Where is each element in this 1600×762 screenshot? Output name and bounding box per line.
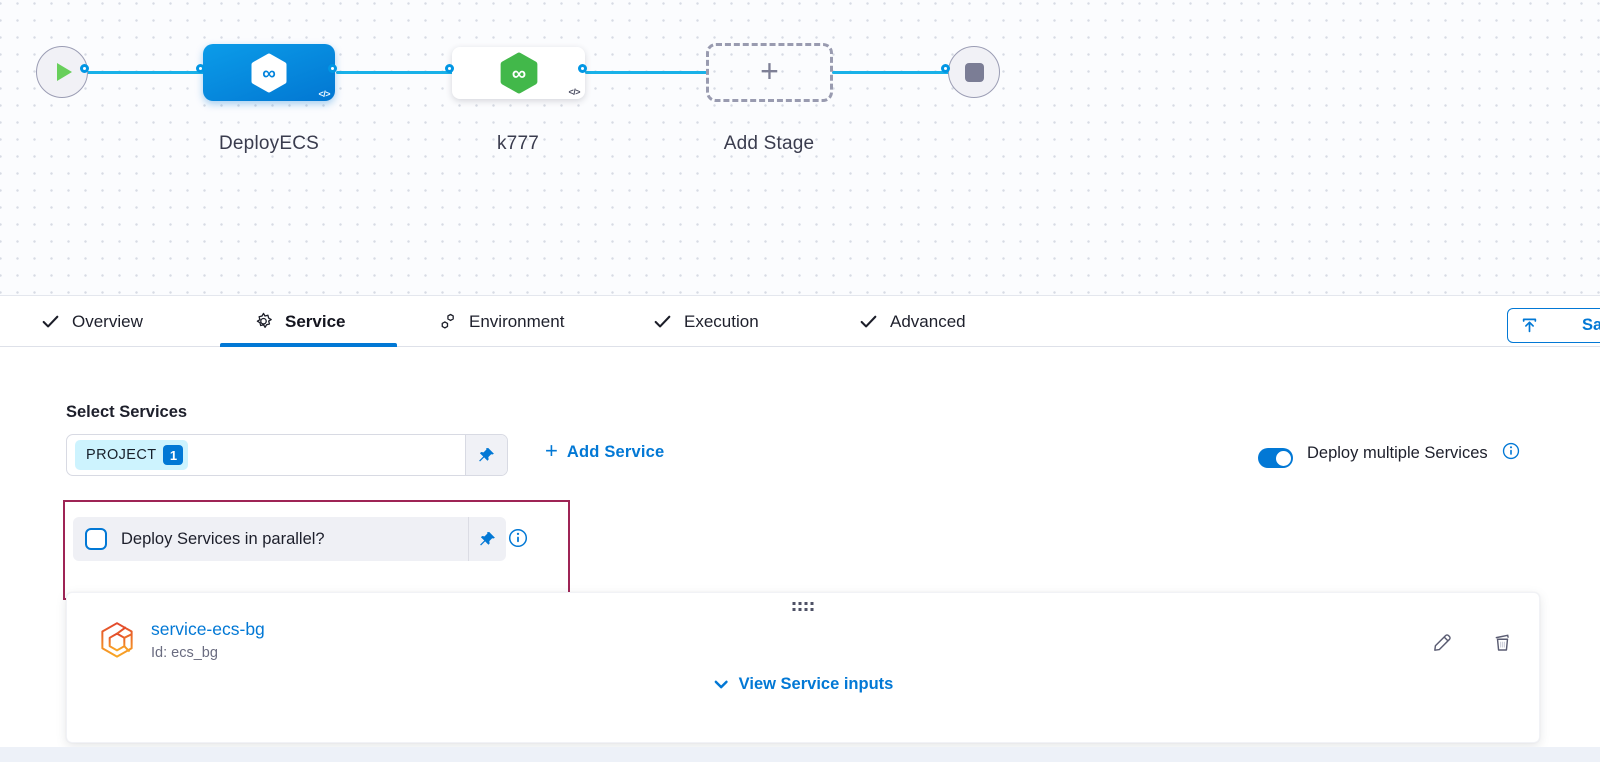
stage-label-add-stage: Add Stage	[723, 133, 815, 154]
service-hexagon-icon	[98, 619, 136, 665]
stage-config-tabbar: Overview Service Environment Execution	[0, 297, 1600, 347]
chip-count-badge: 1	[163, 445, 184, 465]
connector-port	[196, 64, 205, 73]
stage-node-k777[interactable]: ∞ </>	[452, 47, 585, 99]
tab-label: Overview	[72, 311, 143, 331]
pin-icon	[480, 531, 495, 546]
check-icon	[42, 315, 59, 328]
service-tab-panel: Select Services PROJECT 1 + Add Service	[0, 348, 1600, 762]
pin-runtime-input-button[interactable]	[465, 435, 507, 475]
deploy-parallel-checkbox-row[interactable]: Deploy Services in parallel?	[73, 517, 468, 561]
drag-handle[interactable]	[790, 599, 817, 614]
select-services-label: Select Services	[66, 403, 188, 421]
pipeline-canvas[interactable]: ∞ </> ∞ </> + DeployECS k777 Add Stage	[0, 0, 1600, 296]
service-card: service-ecs-bg Id: ecs_bg Vie	[66, 592, 1540, 743]
yaml-code-badge: </>	[318, 89, 330, 99]
select-services-value[interactable]: PROJECT 1	[67, 435, 465, 475]
panel-bottom-edge	[0, 747, 1600, 762]
connector-port	[445, 64, 454, 73]
stage-label-deployecs: DeployECS	[218, 133, 319, 154]
check-icon	[654, 315, 671, 328]
pipeline-edge	[585, 71, 707, 74]
select-services-field[interactable]: PROJECT 1	[66, 434, 508, 476]
parallel-option-highlight: Deploy Services in parallel?	[63, 500, 570, 600]
tab-service[interactable]: Service	[253, 297, 346, 346]
tab-environment[interactable]: Environment	[437, 297, 564, 346]
stage-label-k777: k777	[496, 133, 539, 154]
pin-runtime-input-button[interactable]	[468, 517, 506, 561]
svg-text:∞: ∞	[511, 63, 525, 85]
plus-icon: +	[545, 438, 558, 463]
info-icon	[1502, 442, 1519, 460]
tab-execution[interactable]: Execution	[652, 297, 759, 346]
svg-text:∞: ∞	[262, 63, 276, 84]
connector-port	[941, 64, 950, 73]
connector-port	[328, 64, 337, 73]
chevron-down-icon	[714, 680, 728, 689]
tab-label: Service	[285, 311, 346, 331]
tab-label: Advanced	[890, 311, 966, 331]
pencil-icon	[1433, 633, 1451, 651]
stage-node-deployecs[interactable]: ∞ </>	[203, 44, 335, 101]
add-stage-button[interactable]: +	[706, 43, 833, 102]
stop-icon	[964, 62, 984, 82]
plus-icon: +	[760, 53, 779, 89]
pipeline-end-node	[948, 46, 1000, 98]
info-icon	[508, 528, 528, 548]
chip-label: PROJECT	[86, 447, 157, 463]
edit-service-button[interactable]	[1427, 627, 1457, 657]
connector-port	[80, 64, 89, 73]
pipeline-edge	[85, 71, 205, 74]
pin-icon	[479, 447, 494, 462]
save-button-label: Save	[1582, 316, 1600, 334]
tab-label: Execution	[684, 311, 759, 331]
project-scope-chip[interactable]: PROJECT 1	[75, 440, 189, 470]
view-service-inputs-button[interactable]: View Service inputs	[713, 675, 894, 694]
yaml-code-badge: </>	[568, 87, 580, 97]
trash-icon	[1495, 633, 1509, 651]
tab-label: Environment	[469, 311, 565, 331]
harness-stage-icon: ∞	[251, 53, 287, 92]
toggle-knob	[1275, 450, 1291, 466]
delete-service-button[interactable]	[1487, 627, 1517, 657]
deploy-parallel-checkbox[interactable]	[85, 528, 107, 550]
deploy-parallel-info-button[interactable]	[508, 528, 528, 548]
service-name-link[interactable]: service-ecs-bg	[151, 619, 265, 639]
add-service-button[interactable]: + Add Service	[545, 438, 665, 463]
active-tab-underline	[220, 343, 397, 347]
deploy-parallel-control: Deploy Services in parallel?	[73, 517, 506, 561]
deploy-multiple-info-button[interactable]	[1502, 442, 1520, 460]
pipeline-start-node	[36, 46, 88, 98]
tab-advanced[interactable]: Advanced	[858, 297, 966, 346]
save-button[interactable]: Save	[1507, 308, 1600, 343]
pipeline-edge	[832, 71, 950, 74]
harness-stage-icon: ∞	[500, 52, 537, 94]
pipeline-edge	[336, 71, 454, 74]
play-icon	[56, 63, 72, 81]
deploy-parallel-label: Deploy Services in parallel?	[121, 529, 325, 548]
connector-port	[578, 64, 587, 73]
environment-icon	[441, 313, 454, 329]
gear-icon	[256, 312, 272, 328]
add-service-label: Add Service	[566, 442, 665, 461]
service-id-label: Id: ecs_bg	[151, 645, 218, 661]
deploy-multiple-services-label: Deploy multiple Services	[1307, 444, 1488, 462]
upload-icon	[1522, 318, 1537, 333]
view-service-inputs-label: View Service inputs	[738, 675, 894, 693]
tab-overview[interactable]: Overview	[40, 297, 143, 346]
check-icon	[860, 315, 877, 328]
deploy-multiple-services-row: Deploy multiple Services	[1258, 442, 1520, 468]
deploy-multiple-services-toggle[interactable]	[1258, 448, 1293, 468]
